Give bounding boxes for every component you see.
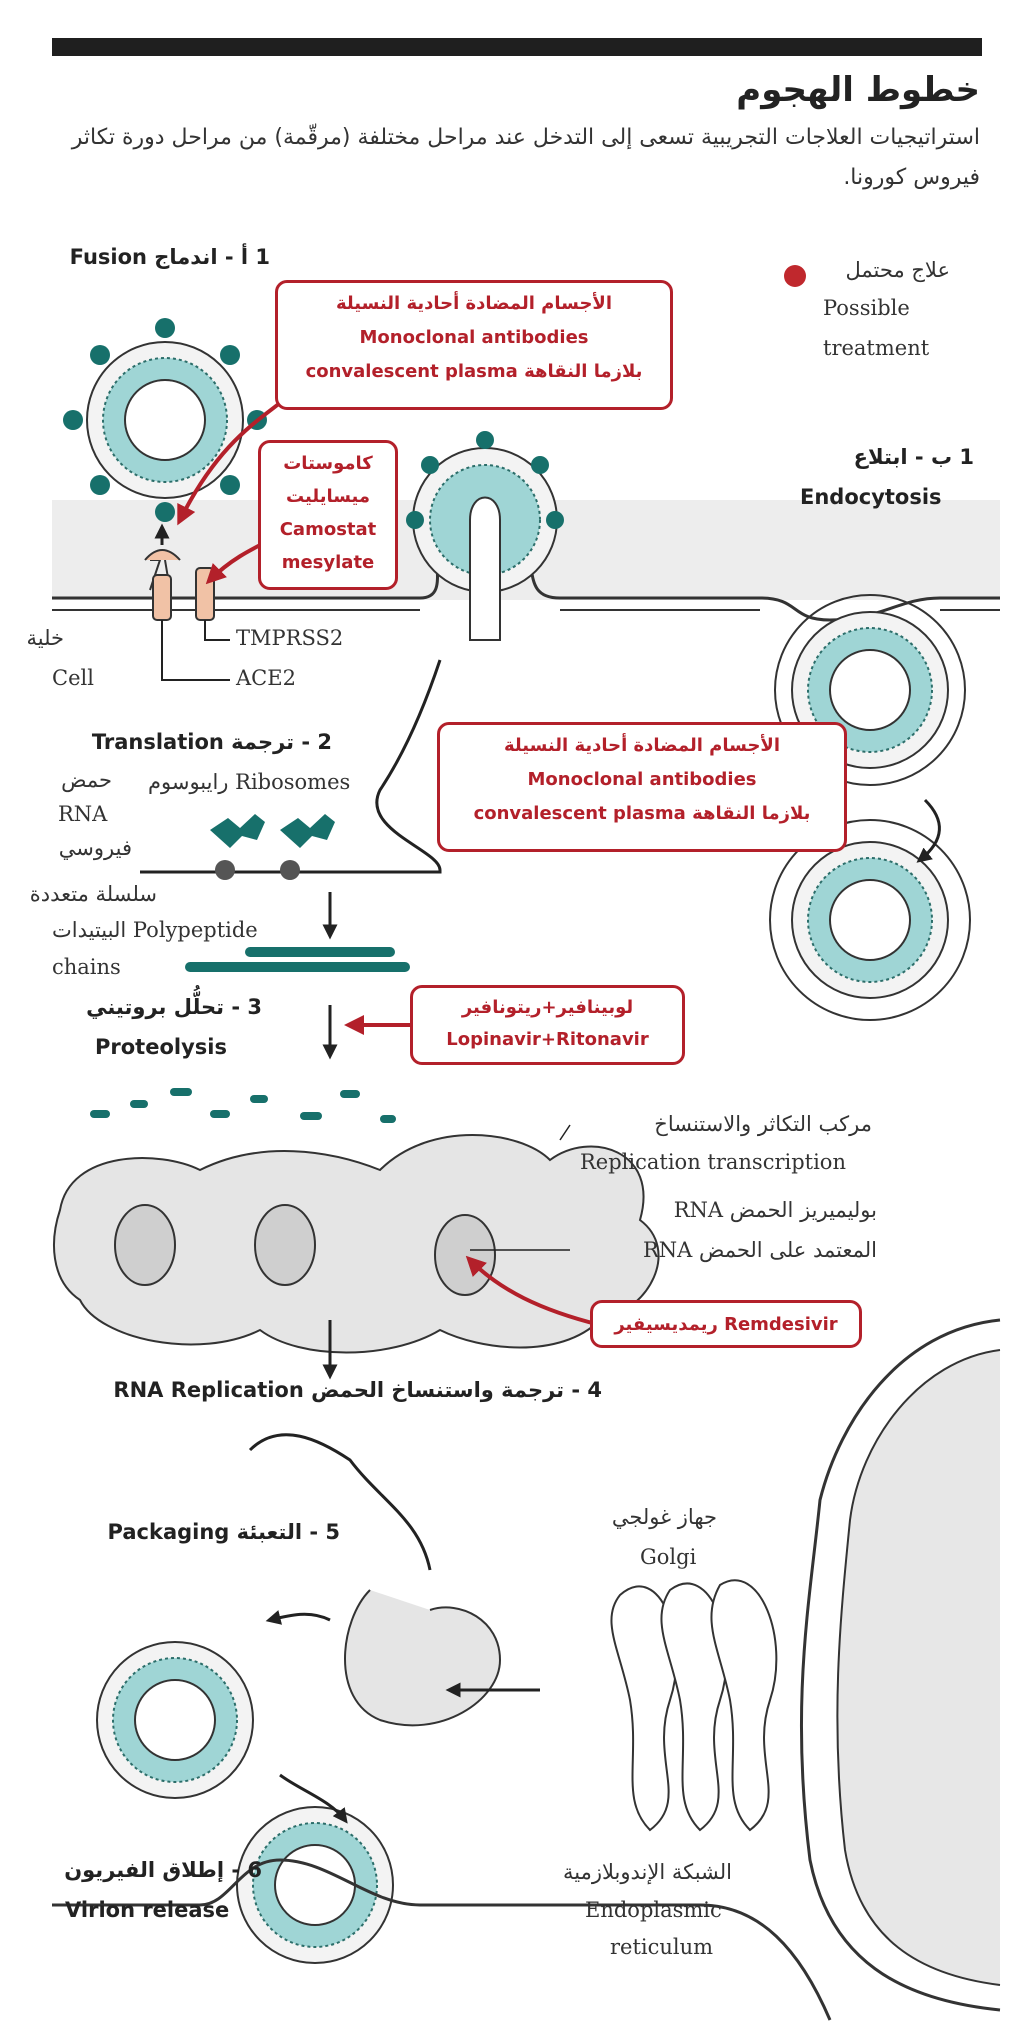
stage-proteolysis-en: Proteolysis	[95, 1035, 227, 1059]
label-rtc-en: Replication transcription	[580, 1150, 846, 1174]
label-er-ar: الشبكة الإندوبلازمية	[562, 1860, 732, 1884]
label-er-en2: reticulum	[610, 1935, 714, 1959]
stage-packaging: 5 - التعبئة Packaging	[107, 1520, 340, 1544]
released-virion	[236, 1806, 394, 1964]
tmprss2-receptor	[195, 567, 215, 621]
label-poly-en2: chains	[52, 955, 121, 979]
treatment-camostat-en1: Camostat	[279, 519, 377, 540]
label-ribosomes: رايبوسوم Ribosomes	[148, 770, 351, 794]
label-tmprss2: TMPRSS2	[236, 626, 344, 650]
viral-rna	[140, 659, 442, 874]
treatment-mab-2-ar: الأجسام المضادة أحادية النسيلة	[504, 735, 780, 756]
label-poly-mixed: البيتيدات Polypeptide	[52, 918, 258, 942]
treatment-lopinavir-ar: لوبينافير+ريتونافير	[461, 997, 634, 1018]
label-rdrp-2: المعتمد على الحمض RNA	[642, 1238, 877, 1262]
nucleus-envelope	[799, 1318, 1001, 2012]
label-cell-ar: خلية	[26, 626, 64, 650]
treatment-remdesivir-label: ريمديسيفير Remdesivir	[614, 1314, 838, 1335]
top-bar	[52, 38, 982, 56]
treatment-lopinavir: لوبينافير+ريتونافير Lopinavir+Ritonavir	[410, 985, 685, 1065]
polypeptide-1	[245, 947, 395, 957]
rna-coil	[248, 1433, 432, 1571]
polypeptide-2	[185, 962, 410, 972]
page-subtitle: استراتيجيات العلاجات التجريبية تسعى إلى …	[71, 125, 980, 190]
label-ace2: ACE2	[236, 666, 296, 690]
treatment-mab-1-plasma: convalescent plasma بلازما النقاهة	[305, 361, 643, 382]
treatment-remdesivir: ريمديسيفير Remdesivir	[590, 1300, 862, 1348]
treatment-camostat: كاموستات ميسايليت Camostat mesylate	[258, 440, 398, 590]
packaged-virion	[96, 1641, 254, 1799]
legend-en-1: Possible	[823, 296, 910, 320]
stage-release-en: Virion release	[65, 1898, 230, 1922]
golgi-apparatus	[610, 1579, 778, 1832]
treatment-mab-1: الأجسام المضادة أحادية النسيلة Monoclona…	[275, 280, 673, 410]
stage-endocytosis-ar: 1 ب - ابتلاع	[853, 445, 974, 469]
label-rtc-ar: مركب التكاثر والاستنساخ	[654, 1112, 872, 1136]
legend-dot	[784, 265, 806, 287]
fusion-virion	[63, 318, 267, 522]
stage-fusion: 1 أ - اندماج Fusion	[69, 245, 270, 269]
page-title: خطوط الهجوم	[736, 70, 980, 110]
stage-proteolysis-ar: 3 - تحلُّل بروتيني	[86, 995, 262, 1019]
treatment-mab-2-en: Monoclonal antibodies	[527, 769, 757, 790]
label-rdrp-1: بوليميريز الحمض RNA	[673, 1198, 877, 1222]
treatment-camostat-en2: mesylate	[281, 552, 375, 573]
endosome-virion	[769, 819, 971, 1021]
protein-fragments	[90, 1088, 396, 1123]
stage-replication: 4 - ترجمة واستنساخ الحمض RNA Replication	[113, 1378, 602, 1402]
endocytosis-virion	[774, 594, 966, 786]
treatment-camostat-ar2: ميسايليت	[285, 486, 371, 507]
label-rna-ar1: حمض	[61, 768, 112, 792]
endocytosis-pit	[406, 431, 564, 641]
label-er-en1: Endoplasmic	[585, 1898, 722, 1922]
legend-en-2: treatment	[823, 336, 930, 360]
replication-complex	[53, 1134, 660, 1354]
label-rna-en: RNA	[58, 802, 108, 826]
treatment-lopinavir-en: Lopinavir+Ritonavir	[446, 1029, 649, 1050]
ace2-receptor	[144, 549, 181, 621]
label-poly-ar: سلسلة متعددة	[29, 882, 157, 906]
label-rna-ar2: فيروسي	[58, 836, 132, 860]
label-golgi-en: Golgi	[640, 1545, 697, 1569]
cell-membrane-lower	[52, 1858, 832, 2021]
stage-release-ar: 6 - إطلاق الفيريون	[64, 1858, 262, 1882]
treatment-mab-1-en: Monoclonal antibodies	[359, 327, 589, 348]
stage-translation: 2 - ترجمة Translation	[91, 730, 332, 754]
treatment-mab-1-ar: الأجسام المضادة أحادية النسيلة	[336, 293, 612, 314]
stage-endocytosis-en: Endocytosis	[800, 485, 942, 509]
treatment-camostat-ar1: كاموستات	[283, 453, 373, 474]
legend-ar: علاج محتمل	[845, 258, 950, 282]
label-golgi-ar: جهاز غولجي	[611, 1505, 717, 1529]
treatment-mab-2-plasma: convalescent plasma بلازما النقاهة	[473, 803, 811, 824]
treatment-mab-2: الأجسام المضادة أحادية النسيلة Monoclona…	[437, 722, 847, 852]
label-cell-en: Cell	[52, 666, 94, 690]
